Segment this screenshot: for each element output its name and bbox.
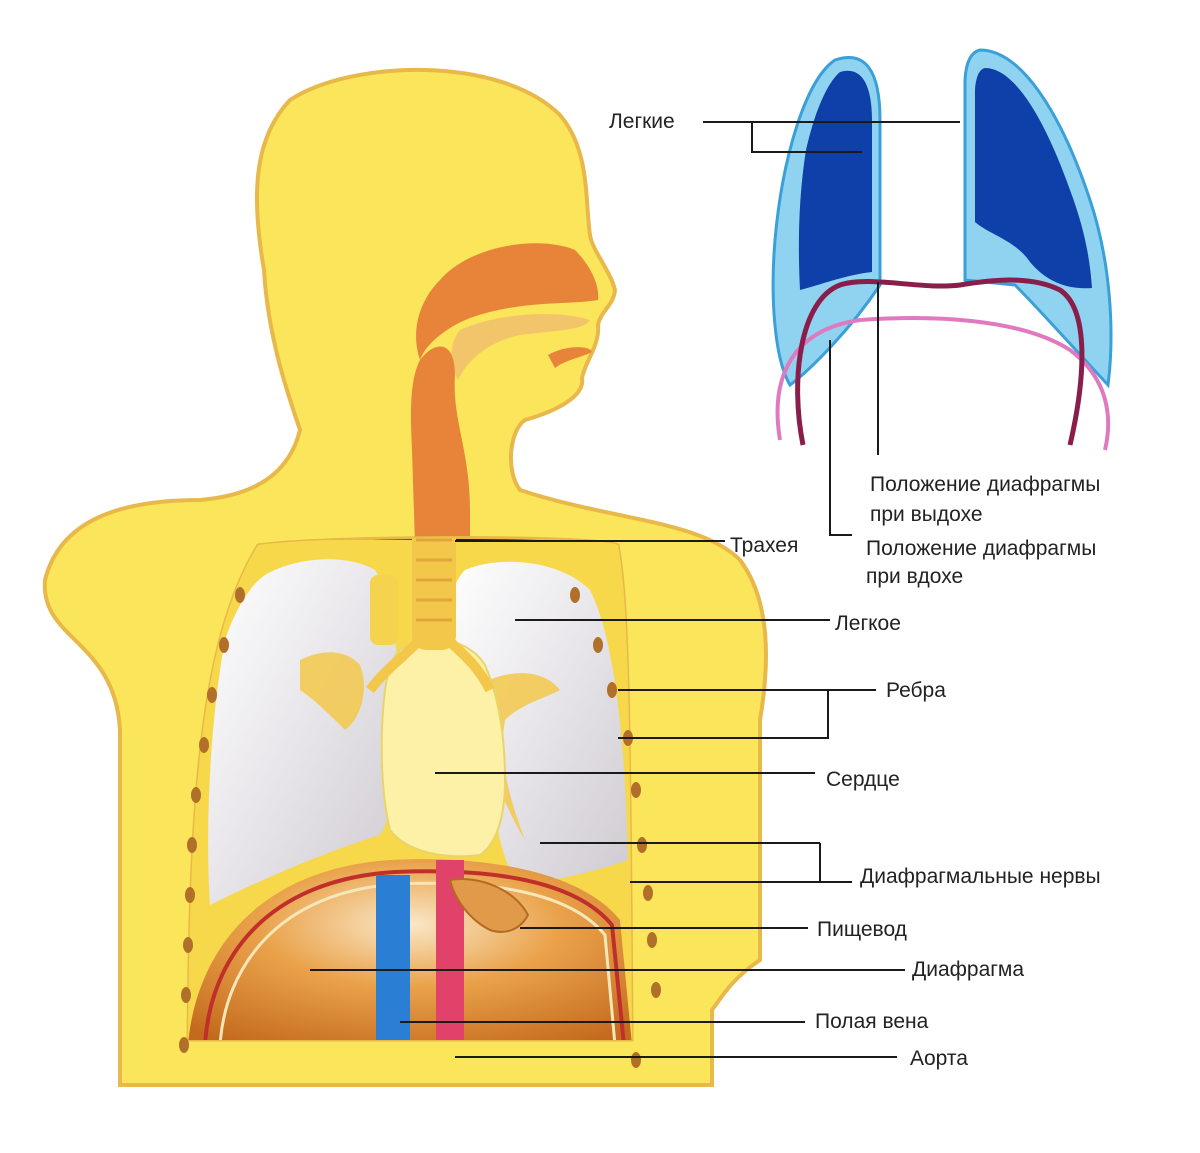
- airway: [410, 243, 599, 545]
- label-diaphragm: Диафрагма: [912, 958, 1024, 981]
- inset-lungs-diagram: [771, 48, 1113, 451]
- lung-hilum-left: [300, 652, 365, 730]
- label-exhale-line2: при выдохе: [870, 503, 983, 526]
- rib-dots: [179, 587, 661, 1068]
- chest-interior: [188, 537, 632, 1040]
- inset-diaphragm-inhale: [775, 316, 1111, 451]
- inset-left-lung-inner: [798, 70, 872, 290]
- heart: [380, 638, 507, 858]
- nasal-cavity: [416, 243, 599, 360]
- labels: Легкие Положение диафрагмы при выдохе По…: [609, 110, 1101, 1070]
- tongue: [548, 347, 592, 368]
- trachea: [366, 537, 495, 694]
- label-aorta: Аорта: [910, 1047, 968, 1070]
- label-lungs-small: Легкие: [609, 110, 675, 133]
- label-trachea: Трахея: [730, 534, 798, 557]
- diaphragm-edge: [203, 869, 626, 1040]
- label-lung: Легкое: [835, 612, 901, 635]
- inset-right-lung-inner: [975, 68, 1092, 289]
- label-heart: Сердце: [826, 768, 900, 791]
- esophagus: [448, 878, 530, 933]
- label-inhale-line1: Положение диафрагмы: [866, 537, 1096, 560]
- label-exhale-line1: Положение диафрагмы: [870, 473, 1100, 496]
- left-lung: [208, 559, 399, 905]
- pharynx: [410, 346, 470, 545]
- label-phrenic-nerves: Диафрагмальные нервы: [860, 865, 1101, 888]
- label-esophagus: Пищевод: [817, 918, 907, 941]
- label-ribs: Ребра: [886, 679, 946, 702]
- palate: [451, 314, 590, 380]
- label-inhale-line2: при вдохе: [866, 565, 963, 588]
- vena-cava: [376, 875, 410, 1040]
- leader-lines: [310, 121, 960, 1058]
- inset-diaphragm-exhale: [795, 277, 1085, 446]
- label-vena-cava: Полая вена: [815, 1010, 929, 1033]
